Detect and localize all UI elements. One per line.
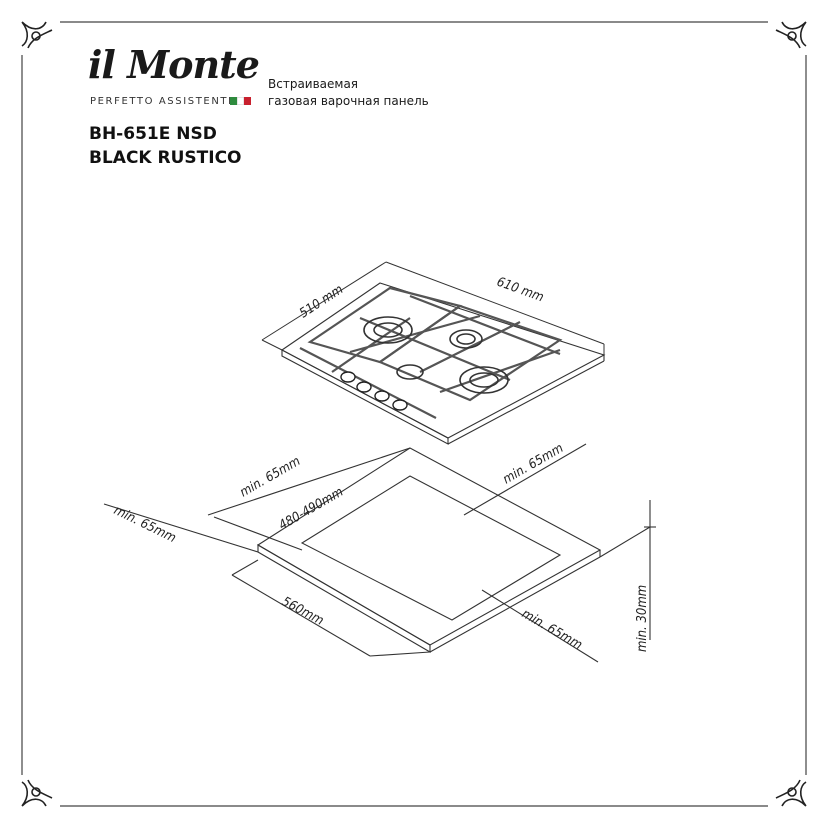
hob-width-label: 610 mm	[495, 275, 546, 306]
clearance-back-left-label: min. 65mm	[238, 454, 304, 501]
product-type-line1: Встраиваемая	[268, 77, 359, 91]
italy-flag-icon	[230, 97, 251, 105]
cutout-depth-label: 480-490mm	[277, 485, 347, 534]
clearance-left-label: min. 65mm	[111, 503, 178, 546]
cutout-drawing	[103, 443, 656, 663]
product-type-line2: газовая варочная панель	[268, 94, 429, 108]
cutout-width-label: 560mm	[279, 594, 326, 628]
hob-depth-label: 510 mm	[297, 282, 346, 321]
brand-logo: il Monte	[88, 42, 260, 87]
model-line1: BH-651E NSD	[89, 124, 217, 144]
countertop-thickness-label: min. 30mm	[635, 585, 650, 652]
model-title: BH-651E NSD BLACK RUSTICO	[89, 122, 242, 170]
corner-ornament-icon	[21, 21, 807, 807]
clearance-right-label: min. 65mm	[501, 441, 567, 488]
hob-drawing	[261, 261, 606, 445]
product-type: Встраиваемая газовая варочная панель	[268, 76, 429, 110]
clearance-front-label: min. 65mm	[519, 606, 585, 653]
model-line2: BLACK RUSTICO	[89, 148, 242, 168]
brand-tagline: PERFETTO ASSISTENTE	[90, 96, 237, 107]
